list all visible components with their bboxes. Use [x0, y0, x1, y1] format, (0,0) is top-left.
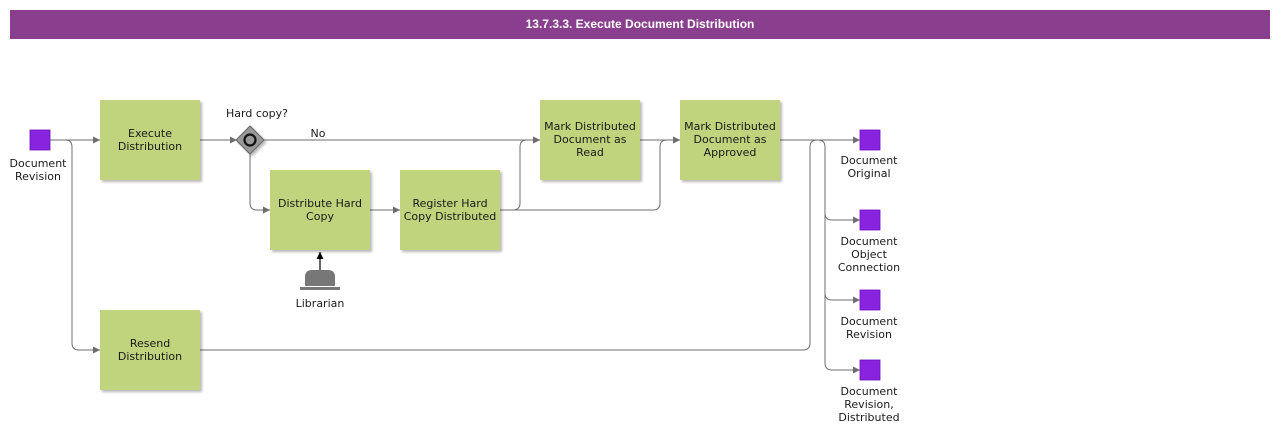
flow-to-document-revision	[824, 292, 860, 304]
role-label: Librarian	[296, 297, 345, 310]
flow-input-to-resend	[64, 139, 100, 354]
flow-register-to-mark-read	[500, 136, 540, 211]
flow-resend-merge	[200, 139, 818, 351]
gateway-no-label: No	[311, 127, 326, 140]
hard-copy-gateway[interactable]	[235, 125, 265, 155]
flow-output-split	[817, 139, 833, 371]
diagram-title: 13.7.3.3. Execute Document Distribution	[10, 10, 1270, 39]
librarian-role-icon	[300, 270, 340, 290]
flow-gateway-to-distribute	[249, 154, 270, 214]
flow-to-object-connection	[824, 212, 860, 224]
gateway-question-label: Hard copy?	[226, 107, 288, 120]
